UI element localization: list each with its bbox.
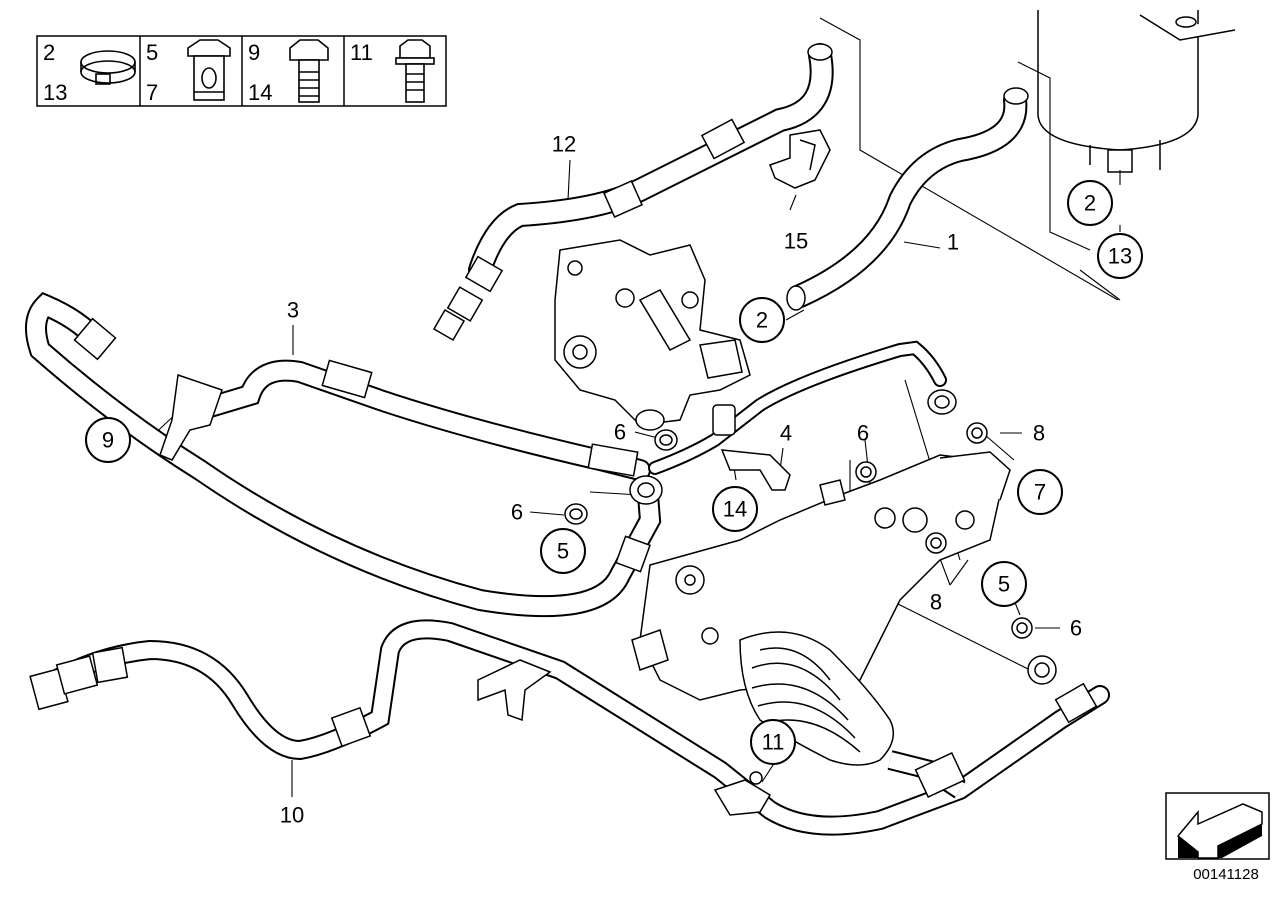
banjo-bolt-icon [187, 39, 231, 101]
callout-11: 11 [762, 730, 785, 755]
callout-13: 13 [1108, 244, 1132, 269]
return-hose-1 [786, 87, 1029, 311]
hose-clamp-icon [80, 50, 136, 85]
callout-6-gear: 6 [857, 421, 869, 446]
callout-6-left: 6 [511, 500, 523, 525]
hose-clip-15 [769, 129, 831, 189]
callout-14: 14 [723, 497, 747, 522]
legend-label-bottom-1: 13 [43, 80, 67, 105]
callout-10: 10 [280, 803, 304, 828]
legend-label-bottom-3: 14 [248, 80, 272, 105]
callout-3: 3 [287, 298, 299, 323]
callout-5-left: 5 [557, 539, 569, 564]
steering-gear [631, 451, 1011, 766]
hose-bracket-9 [159, 373, 223, 461]
legend-label-top-3: 9 [248, 40, 260, 65]
callout-5-right: 5 [998, 572, 1010, 597]
callout-8-right: 8 [1033, 421, 1045, 446]
bracket-4 [712, 404, 791, 491]
fluid-reservoir [1037, 10, 1236, 173]
callout-1: 1 [947, 230, 959, 255]
document-id: 00141128 [1193, 866, 1259, 883]
legend-label-top-2: 5 [146, 40, 158, 65]
callout-9: 9 [102, 428, 114, 453]
legend-label-bottom-2: 7 [146, 80, 158, 105]
seal-rings [564, 389, 1057, 685]
line-bracket [477, 659, 552, 722]
flange-bolt-icon [395, 39, 435, 103]
callout-2-pump: 2 [756, 308, 768, 333]
legend-label-top-1: 2 [43, 40, 55, 65]
fastener-legend: 2 13 5 7 9 14 11 [36, 35, 447, 107]
callout-15: 15 [784, 229, 808, 254]
callout-4: 4 [780, 421, 792, 446]
pressure-line-upper [648, 340, 947, 475]
front-direction-arrow-icon [1165, 792, 1270, 860]
callout-8-lower: 8 [930, 590, 942, 615]
return-line-10 [29, 619, 1110, 836]
callout-circles [85, 180, 1143, 765]
callout-6-pump: 6 [614, 420, 626, 445]
steering-pump [554, 239, 751, 431]
callout-12: 12 [552, 132, 576, 157]
callout-6-right: 6 [1070, 616, 1082, 641]
legend-label-top-4: 11 [350, 40, 373, 65]
pressure-hose-3 [25, 291, 662, 618]
hex-bolt-icon [289, 39, 329, 103]
clamp-11 [713, 771, 772, 816]
suction-hose-12 [432, 43, 834, 342]
callout-7: 7 [1034, 480, 1046, 505]
callout-2-reservoir: 2 [1084, 191, 1096, 216]
